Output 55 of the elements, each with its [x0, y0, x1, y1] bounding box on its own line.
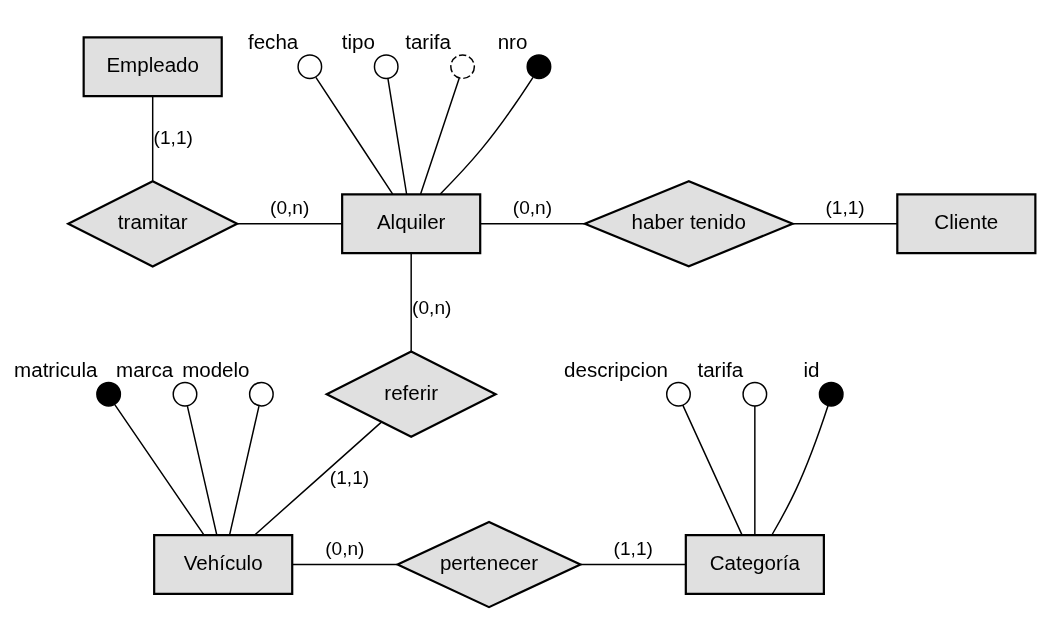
connector: [315, 76, 394, 195]
node-label: marca: [116, 357, 174, 381]
edge-label: (0,n): [325, 537, 365, 559]
connector: [419, 77, 460, 195]
node-box: Categoría: [684, 533, 825, 595]
edge-label: (0,n): [270, 196, 310, 218]
connector: [114, 403, 205, 535]
node-diamond: referir: [324, 349, 499, 438]
node-box: Vehículo: [153, 533, 294, 595]
connector: [151, 95, 154, 182]
node-label: modelo: [182, 357, 250, 381]
connector: [792, 222, 898, 225]
node-circle: [666, 381, 691, 407]
node-label: fecha: [247, 29, 299, 53]
node-label: nro: [497, 29, 528, 53]
node-box: Alquiler: [341, 192, 482, 254]
edge-label: (1,1): [825, 196, 865, 218]
node-circle: [373, 53, 399, 79]
node-diamond: tramitar: [65, 179, 240, 268]
node-label: tarifa: [405, 29, 451, 53]
node-circle: [172, 381, 198, 407]
node-label: tipo: [341, 29, 375, 53]
node-diamond: haber tenido: [582, 179, 796, 268]
edge-label: (1,1): [153, 126, 193, 148]
connector: [228, 404, 260, 535]
node-circle: [450, 53, 476, 79]
connector: [387, 77, 408, 195]
connector: [682, 403, 743, 536]
node-circle: [818, 381, 844, 407]
node-circle: [526, 53, 552, 79]
connector: [254, 420, 383, 536]
connector: [410, 252, 412, 352]
node-circle: [297, 53, 323, 79]
edge-label: (0,n): [512, 196, 553, 218]
node-label: matricula: [14, 357, 98, 381]
node-label: tarifa: [697, 357, 744, 381]
node-circle: [96, 381, 122, 407]
connector: [236, 222, 343, 225]
connector: [439, 76, 534, 195]
node-label: id: [803, 357, 820, 381]
connector: [291, 563, 398, 565]
connector: [771, 404, 829, 536]
edge-label: (1,1): [613, 537, 653, 559]
edge-label: (0,n): [412, 296, 452, 318]
edge-label: (1,1): [329, 466, 370, 488]
node-box: Empleado: [82, 35, 223, 97]
node-circle: [248, 381, 274, 407]
connector: [754, 404, 756, 535]
node-box: Cliente: [896, 192, 1037, 254]
connector: [579, 563, 687, 565]
node-circle: [742, 381, 768, 407]
connector: [186, 404, 218, 535]
node-diamond: pertenecer: [394, 520, 584, 608]
node-label: descripcion: [564, 357, 669, 381]
connector: [479, 222, 586, 225]
